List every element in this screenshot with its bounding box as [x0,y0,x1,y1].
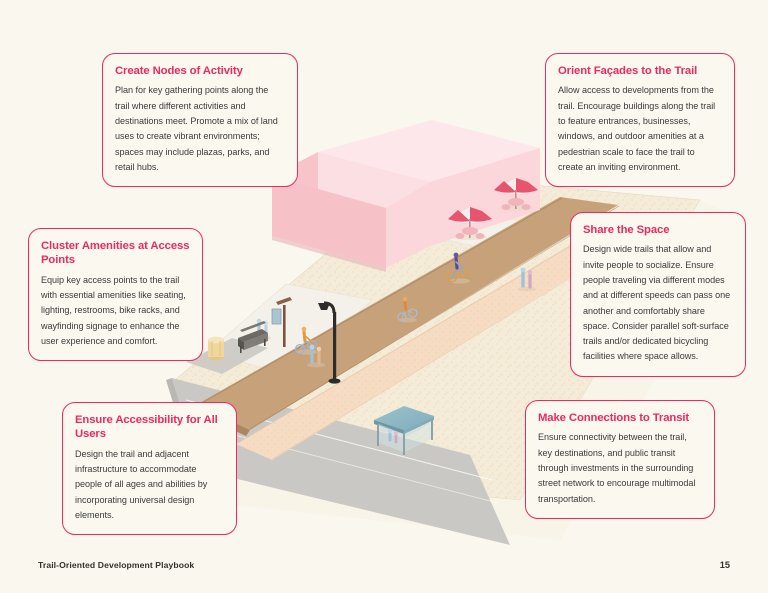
callout-title: Orient Façades to the Trail [558,65,698,77]
callout-make-connections-to-transit: Make Connections to Transit Ensure conne… [525,400,715,519]
callout-title: Create Nodes of Activity [115,65,243,77]
trash-receptacle [208,336,224,361]
wayfinding-sign [271,297,292,347]
callout-orient-facades-to-the-trail: Orient Façades to the Trail Allow access… [545,53,735,188]
callout-body: Equip key access points to the trail wit… [41,274,186,346]
callout-title: Share the Space [583,224,670,236]
cyclist [397,296,418,323]
callout-title: Cluster Amenities at Access Points [41,240,190,267]
plaza-paving [186,211,561,377]
callout-create-nodes-of-activity: Create Nodes of Activity Plan for key ga… [102,53,298,188]
building-block-pink [272,120,540,272]
park-bench [238,321,268,353]
pedestrian-pair [307,344,325,368]
page-footer: Trail-Oriented Development Playbook 15 [0,560,768,570]
footer-page-number: 15 [719,560,730,570]
transit-shelter [374,406,434,455]
callout-body: Ensure connectivity between the trail, k… [538,432,696,504]
callout-body: Design wide trails that allow and invite… [583,244,731,362]
cyclist [294,326,318,355]
callout-body: Plan for key gathering points along the … [115,85,278,172]
callout-cluster-amenities-at-access-points: Cluster Amenities at Access Points Equip… [28,228,203,362]
cyclist [446,252,470,284]
pedestrian-pair [518,267,536,292]
callout-title: Make Connections to Transit [538,412,690,424]
pedestrian-pair [253,318,271,341]
callout-ensure-accessibility-for-all-users: Ensure Accessibility for All Users Desig… [62,402,237,536]
callout-share-the-space: Share the Space Design wide trails that … [570,212,746,377]
callout-body: Allow access to developments from the tr… [558,85,716,172]
patio-umbrella [494,178,538,211]
patio-umbrella [448,207,492,240]
street-lamp [318,301,341,384]
callout-title: Ensure Accessibility for All Users [75,414,218,441]
footer-document-title: Trail-Oriented Development Playbook [38,560,195,570]
callout-body: Design the trail and adjacent infrastruc… [75,448,208,520]
